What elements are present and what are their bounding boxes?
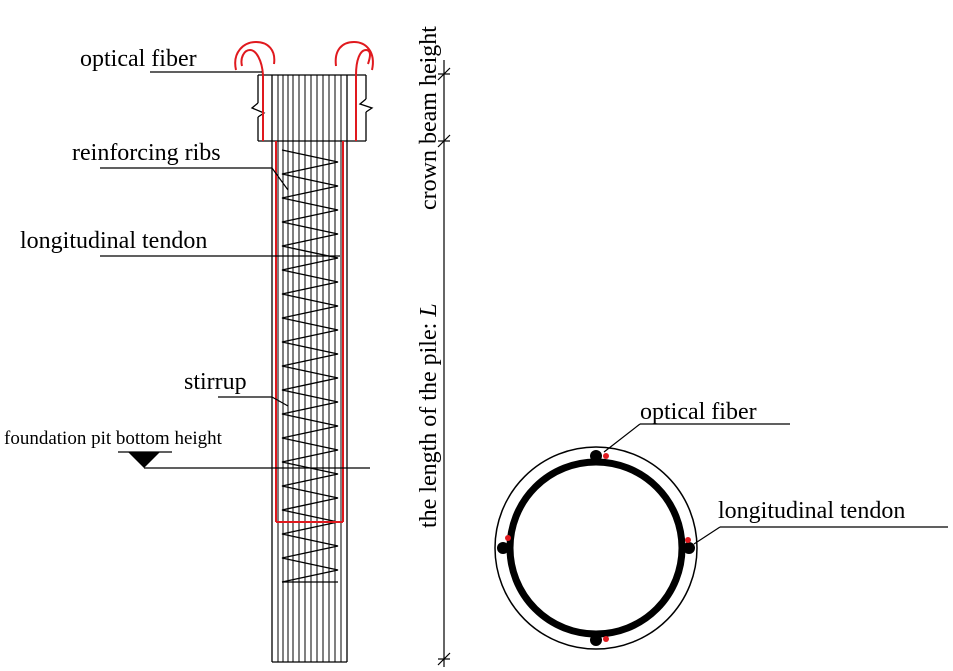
pile-cross-section	[494, 423, 948, 650]
tendon-dot-right	[683, 542, 695, 554]
fiber-dot-bottom	[603, 636, 609, 642]
label-optical-fiber-left: optical fiber	[80, 46, 197, 72]
fiber-dot-left	[505, 535, 511, 541]
label-longitudinal-tendon-left: longitudinal tendon	[20, 228, 207, 254]
fiber-dot-right	[685, 537, 691, 543]
tendon-dot-top	[590, 450, 602, 462]
optical-fiber-elevation	[234, 40, 374, 523]
label-stirrup: stirrup	[184, 369, 247, 395]
label-optical-fiber-right: optical fiber	[640, 399, 757, 425]
label-pile-length: the length of the pile: L	[416, 303, 442, 528]
label-pile-length-symbol: L	[416, 303, 442, 317]
foundation-pit-marker	[118, 451, 370, 469]
tendon-dot-left	[497, 542, 509, 554]
label-pile-length-prefix: the length of the pile:	[416, 317, 442, 528]
cross-section-outer	[494, 446, 698, 650]
tendon-dot-bottom	[590, 634, 602, 646]
label-longitudinal-tendon-right: longitudinal tendon	[718, 498, 905, 524]
cross-section-stirrup-ring	[506, 458, 686, 638]
pile-elevation	[250, 74, 374, 663]
label-crown-beam-height: crown beam height	[416, 26, 442, 210]
stirrup-zigzag	[281, 149, 339, 583]
label-reinforcing-ribs: reinforcing ribs	[72, 140, 221, 166]
dimension-line	[437, 60, 451, 667]
fiber-dot-top	[603, 453, 609, 459]
pile-top-outline	[250, 74, 374, 142]
label-foundation-pit-bottom-height: foundation pit bottom height	[4, 428, 223, 449]
leader-lines	[100, 71, 340, 407]
